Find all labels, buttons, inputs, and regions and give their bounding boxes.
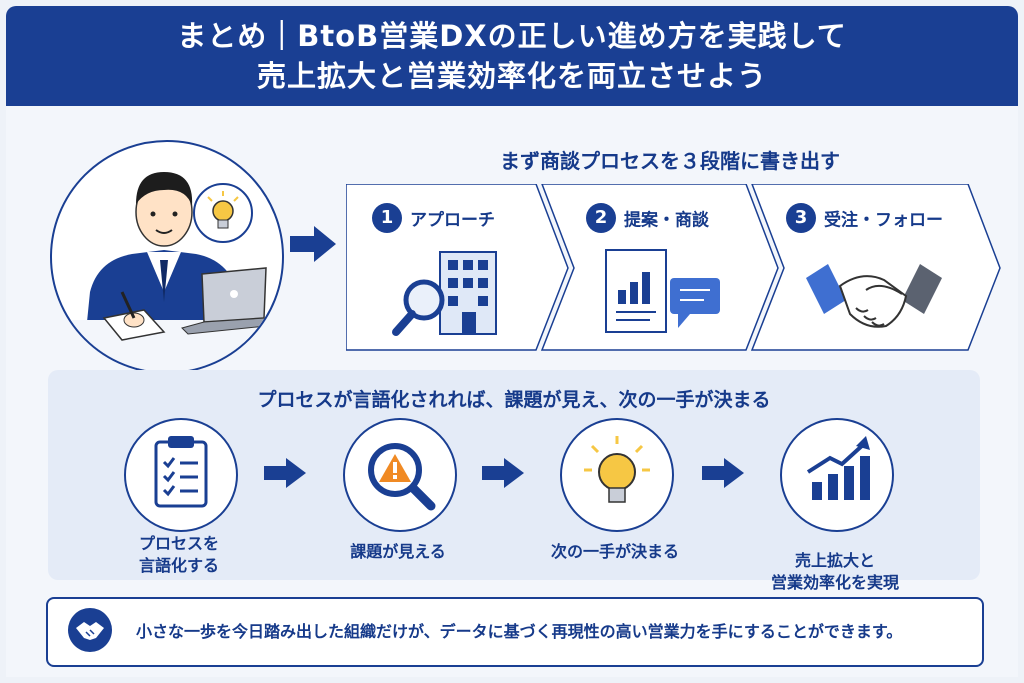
document-chart-chat-icon: [605, 249, 720, 333]
step-1: 1 アプローチ: [372, 203, 495, 233]
arrow-right-icon: [264, 458, 306, 488]
flow-step-1-caption: プロセスを 言語化する: [138, 534, 219, 575]
building-magnifier-icon: [392, 251, 497, 336]
businessman-laptop-icon: [52, 172, 282, 372]
handshake-icon: [76, 622, 104, 640]
flow-title: プロセスが言語化されれば、課題が見え、次の一手が決まる: [257, 389, 771, 411]
lightbulb-icon: [207, 191, 239, 229]
step-1-number: 1: [372, 203, 402, 233]
lightbulb-icon: [584, 436, 650, 503]
step-1-label: アプローチ: [410, 210, 495, 231]
step-2-label: 提案・商談: [624, 210, 709, 231]
growth-chart-icon: [806, 436, 870, 500]
step-3: 3 受注・フォロー: [786, 203, 943, 233]
footer-text: 小さな一歩を今日踏み出した組織だけが、データに基づく再現性の高い営業力を手にする…: [136, 622, 903, 641]
arrow-right-icon: [702, 458, 744, 488]
header-banner: まとめ｜BtoB営業DXの正しい進め方を実践して 売上拡大と営業効率化を両立させ…: [6, 6, 1018, 106]
step-3-label: 受注・フォロー: [824, 210, 943, 231]
flow-step-1-circle: [124, 418, 238, 532]
warning-magnifier-icon: [368, 443, 436, 511]
arrow-right-icon: [290, 226, 336, 262]
flow-step-4-circle: [780, 418, 894, 532]
steps-title: まず商談プロセスを３段階に書き出す: [500, 149, 840, 173]
footer-icon-circle: [68, 608, 112, 652]
title-line-1: まとめ｜BtoB営業DXの正しい進め方を実践して: [177, 19, 847, 53]
handshake-icon: [806, 264, 942, 328]
flow-step-3-circle: [560, 418, 674, 532]
footer-message-box: [46, 597, 984, 667]
step-2: 2 提案・商談: [586, 203, 709, 233]
flow-step-3-caption: 次の一手が決まる: [550, 542, 679, 561]
flow-step-2-circle: [343, 418, 457, 532]
businessman-illustration: [50, 140, 284, 374]
flow-step-2-caption: 課題が見える: [350, 542, 446, 561]
clipboard-checklist-icon: [154, 436, 208, 508]
step-3-number: 3: [786, 203, 816, 233]
step-2-number: 2: [586, 203, 616, 233]
idea-bubble: [193, 183, 253, 243]
flow-step-4-caption: 売上拡大と 営業効率化を実現: [770, 551, 899, 592]
arrow-right-icon: [482, 458, 524, 488]
title-line-2: 売上拡大と営業効率化を両立させよう: [256, 59, 767, 93]
